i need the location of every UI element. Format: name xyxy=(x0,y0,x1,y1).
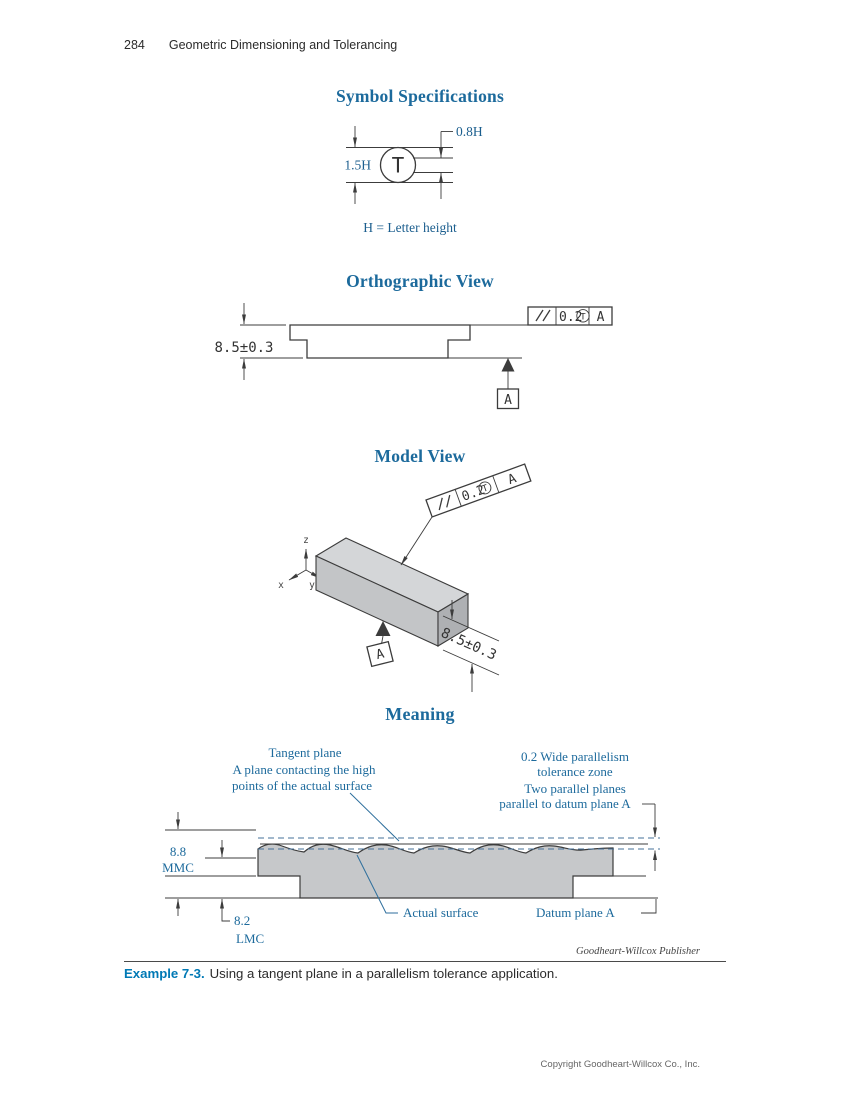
axis-x-label: x xyxy=(278,580,284,591)
tangent-plane-modifier-icon: T xyxy=(576,309,590,323)
heading-symbol-specifications: Symbol Specifications xyxy=(335,86,505,106)
fcf-leader xyxy=(400,516,433,566)
iso-block xyxy=(314,537,470,647)
zone-label-line1: 0.2 Wide parallelism xyxy=(521,749,629,764)
lmc-value: 8.2 xyxy=(234,913,250,928)
copyright-line: Copyright Goodheart-Willcox Co., Inc. xyxy=(540,1059,700,1070)
caption-rule xyxy=(124,961,726,962)
tangent-desc-line1: A plane contacting the high xyxy=(233,762,376,777)
coordinate-triad: z x y xyxy=(278,535,321,591)
caption-label: Example 7-3. xyxy=(124,966,205,981)
tangent-plane-modifier-icon: T xyxy=(478,481,492,495)
publisher-credit: Goodheart-Willcox Publisher xyxy=(576,946,700,957)
fcf-datum-ref: A xyxy=(597,310,605,325)
axis-z-label: z xyxy=(303,535,309,546)
lmc-label: LMC xyxy=(236,931,264,946)
heading-meaning: Meaning xyxy=(385,704,455,724)
figure-caption: Example 7-3. Using a tangent plane in a p… xyxy=(124,966,734,981)
size-dimension-text: 8.5±0.3 xyxy=(214,340,273,356)
heading-orthographic-view: Orthographic View xyxy=(346,271,494,291)
feature-control-frame-3d: 0.2 T A xyxy=(425,463,532,518)
tangent-plane-label: Tangent plane xyxy=(268,745,341,760)
datum-feature-symbol: A xyxy=(496,358,520,410)
fcf-tolerance: 0.2 xyxy=(559,310,582,325)
datum-triangle-icon xyxy=(375,621,391,636)
zone-label-line2: tolerance zone xyxy=(537,764,613,779)
datum-plane-elbow xyxy=(641,899,657,914)
letter-height-note: H = Letter height xyxy=(363,220,457,235)
zone-label-line4: parallel to datum plane A xyxy=(499,796,631,811)
datum-triangle-icon xyxy=(501,358,515,372)
fcf-modifier-letter: T xyxy=(481,483,490,494)
caption-text: Using a tangent plane in a parallelism t… xyxy=(209,966,558,981)
mmc-label: MMC xyxy=(162,860,194,875)
meaning-diagram: 8.8 MMC 8.2 LMC Tangent plane A plane co… xyxy=(162,745,660,946)
actual-surface-leader xyxy=(356,854,398,914)
symbol-height-dim: 1.5H xyxy=(344,158,371,173)
mmc-value: 8.8 xyxy=(170,844,186,859)
model-view-diagram: z x y 0.2 xyxy=(278,463,532,692)
parallelism-symbol-icon xyxy=(438,494,451,511)
running-title: Geometric Dimensioning and Tolerancing xyxy=(168,38,398,52)
part-profile xyxy=(289,324,471,359)
tangent-plane-leader xyxy=(349,792,400,842)
axis-y-label: y xyxy=(309,580,315,591)
fcf-datum-ref: A xyxy=(506,471,519,488)
running-header: 284 Geometric Dimensioning and Tolerancin… xyxy=(124,38,397,52)
heading-model-view: Model View xyxy=(374,446,466,466)
orthographic-diagram: 8.5±0.3 0.2 T A xyxy=(214,303,613,410)
datum-plane-label: Datum plane A xyxy=(536,905,615,920)
page-number: 284 xyxy=(124,38,145,52)
datum-feature-symbol-3d: A xyxy=(366,621,394,668)
symbol-letter: T xyxy=(392,154,405,178)
part-cross-section xyxy=(257,843,614,899)
parallelism-symbol-icon xyxy=(535,309,551,322)
zone-label-line3: Two parallel planes xyxy=(524,781,626,796)
tangent-plane-symbol-icon: T xyxy=(379,146,417,184)
feature-control-frame: 0.2 T A xyxy=(527,306,613,326)
actual-surface-label: Actual surface xyxy=(403,905,479,920)
datum-flag-letter: A xyxy=(375,647,386,663)
size-dimension-text: 8.5±0.3 xyxy=(438,625,498,664)
datum-flag-letter: A xyxy=(504,393,512,408)
symbol-spec-diagram: 1.5H 0.8H T H = Letter height xyxy=(344,124,483,235)
tangent-desc-line2: points of the actual surface xyxy=(232,778,372,793)
fcf-modifier-letter: T xyxy=(580,312,586,322)
symbol-letter-dim: 0.8H xyxy=(456,124,483,139)
